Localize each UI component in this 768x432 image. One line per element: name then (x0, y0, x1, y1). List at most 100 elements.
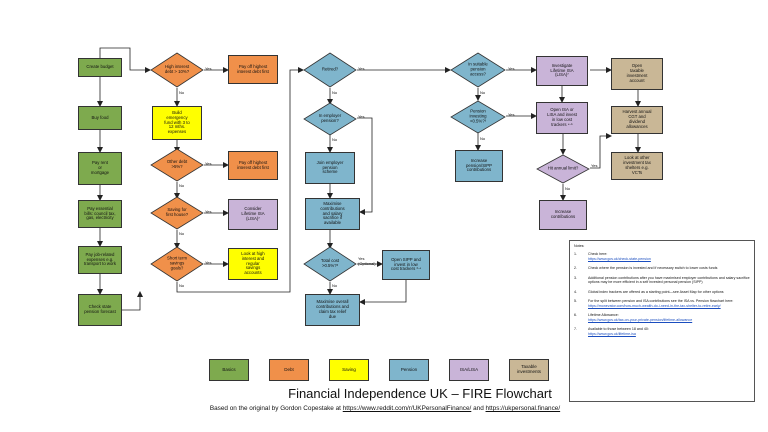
note-text: Check where the pension is invested and … (588, 266, 718, 271)
legend-taxable-investments: Taxable investments (509, 359, 549, 381)
note-item: 1. Check here: https://www.gov.uk/check-s… (574, 252, 750, 261)
hit-annual-limit-label: Hit annual limit? (547, 165, 579, 171)
no-label: No (179, 183, 185, 188)
in-employer-pension-decision (303, 102, 357, 136)
no-label: No (332, 137, 338, 142)
no-label: No (179, 231, 185, 236)
harvest-cgt-box: Harvest annual CGT and dividend allowanc… (611, 106, 663, 134)
no-label: No (480, 136, 486, 141)
note-link[interactable]: https://www.gov.uk/lifetime-isa (588, 331, 636, 336)
yes-label: Yes (205, 209, 212, 214)
retired-decision (303, 52, 357, 88)
look-other-tax-shelters-box: Look at other investment tax shelters e.… (611, 152, 663, 180)
note-number: 3. (574, 275, 577, 280)
subtitle-reddit-link[interactable]: https://www.reddit.com/r/UKPersonalFinan… (342, 405, 472, 412)
note-item: 5. For the split between pension and ISA … (574, 299, 750, 308)
open-taxable-account-box: Open taxable investment account (611, 58, 663, 90)
note-text: Global index trackers are offered as a s… (588, 289, 724, 294)
legend-isa-lisa: ISA/LISA (449, 359, 489, 381)
notes-panel: Notes: 1. Check here: https://www.gov.uk/… (569, 240, 755, 402)
legend-saving: Saving (329, 359, 369, 381)
note-number: 2. (574, 266, 577, 271)
yes-optional-label: Yes (Optional) (358, 256, 376, 266)
high-interest-debt-decision (150, 52, 204, 88)
yes-label: Yes (205, 161, 212, 166)
page-subtitle: Based on the original by Gordon Copestak… (120, 405, 650, 412)
note-text: For the split between pension and ISA co… (588, 299, 734, 304)
note-link[interactable]: https://monevator.com/how-much-wealth-do… (588, 303, 721, 308)
note-item: 6. Lifetime Allowance: https://www.gov.uk… (574, 313, 750, 322)
yes-label: Yes (591, 163, 598, 168)
suitable-pension-access-label: In suitable pension access? (468, 61, 488, 77)
open-isa-or-lisa-box: Open ISA or LISA and invest in low cost … (536, 102, 588, 134)
pay-off-highest-debt-box-1: Pay off highest interest debt first (228, 55, 278, 84)
maximise-overall-contributions-box: Maximise overall contributions and claim… (305, 294, 360, 326)
investigate-lifetime-isa-box: Investigate Lifetime ISA (LISA)⁷ (536, 56, 588, 86)
look-high-interest-savings-box: Look at high interest and regular saving… (228, 248, 278, 280)
legend-basics: Basics (209, 359, 249, 381)
retired-label: Retired? (321, 66, 339, 72)
subtitle-ukpf-link[interactable]: https://ukpersonal.finance/ (485, 405, 561, 412)
note-text: Available to those between 18 and 40: (588, 327, 649, 332)
yes-label: Yes (358, 66, 365, 71)
create-budget-box: Create budget (78, 58, 122, 77)
consider-lifetime-isa-box: Consider Lifetime ISA (LISA)⁷ (228, 199, 278, 230)
join-employer-pension-box: Join employer pension scheme (305, 152, 355, 184)
pension-investing-label: Pension investing <0.5%?³ (469, 108, 487, 124)
note-number: 1. (574, 252, 577, 257)
note-number: 7. (574, 327, 577, 332)
short-term-savings-decision (150, 246, 204, 282)
note-text: Check here: (588, 252, 608, 257)
check-state-pension-box: Check state pension forecast (78, 294, 122, 326)
no-label: No (480, 90, 486, 95)
note-text: Lifetime Allowance: (588, 313, 619, 318)
no-label: No (179, 90, 185, 95)
open-sipp-box: Open SIPP and invest in low cost tracker… (382, 250, 430, 280)
note-item: 7.Available to those between 18 and 40: … (574, 327, 750, 336)
note-item: 4. Global index trackers are offered as a… (574, 290, 750, 294)
note-item: 3. Additional pension contributions after… (574, 276, 750, 285)
subtitle-prefix: Based on the original by Gordon Copestak… (209, 405, 343, 412)
notes-header: Notes: (574, 244, 585, 248)
note-text: Additional pension contributions after y… (588, 275, 750, 285)
increase-pension-contributions-box: Increase pension/SIPP contributions (455, 150, 503, 182)
other-debt-label: Other debt >5%? (166, 159, 188, 169)
page-title: Financial Independence UK – FIRE Flowcha… (288, 386, 552, 401)
note-item: 2. Check where the pension is invested an… (574, 266, 750, 270)
buy-food-box: Buy food (78, 106, 122, 130)
note-link[interactable]: https://www.gov.uk/check-state-pension (588, 256, 651, 261)
yes-label: Yes (508, 66, 515, 71)
in-employer-pension-label: In employer pension? (318, 113, 342, 123)
other-debt-decision (150, 148, 204, 182)
legend-pension: Pension (389, 359, 429, 381)
pay-bills-box: Pay essential bills: council tax, gas, e… (78, 200, 122, 228)
no-label: No (179, 283, 185, 288)
total-cost-decision (303, 246, 357, 282)
pay-off-highest-debt-box-2: Pay off highest interest debt first (228, 151, 278, 180)
subtitle-mid: and (471, 405, 486, 412)
yes-label: Yes (205, 260, 212, 265)
build-emergency-fund-box: Build emergency fund with 3 to 12 mths. … (152, 106, 202, 140)
total-cost-label: Total cost >0.5%?³ (320, 258, 340, 268)
pay-job-expenses-box: Pay job-related expenses e.g. transport … (78, 246, 122, 274)
pay-rent-box: Pay rent or mortgage (78, 152, 122, 185)
note-number: 5. (574, 299, 577, 304)
hit-annual-limit-decision (536, 154, 590, 184)
note-link[interactable]: https://www.gov.uk/tax-on-your-private-p… (588, 317, 693, 322)
no-label: No (332, 283, 338, 288)
high-interest-debt-label: High interest debt > 10%? (164, 64, 190, 74)
yes-label: Yes (358, 114, 365, 119)
suitable-pension-access-decision (450, 52, 506, 88)
note-number: 4. (574, 289, 577, 294)
pension-investing-decision (450, 100, 506, 134)
yes-label: Yes (508, 112, 515, 117)
short-term-savings-label: Short term savings goals? (166, 255, 188, 271)
yes-label: Yes (205, 66, 212, 71)
no-label: No (565, 186, 571, 191)
saving-first-house-label: Saving for first house? (165, 207, 189, 217)
increase-contributions-box: Increase contributions (539, 200, 587, 230)
legend-debt: Debt (269, 359, 309, 381)
maximise-contributions-box: Maximise contributions and salary sacrif… (305, 198, 360, 230)
note-number: 6. (574, 313, 577, 318)
